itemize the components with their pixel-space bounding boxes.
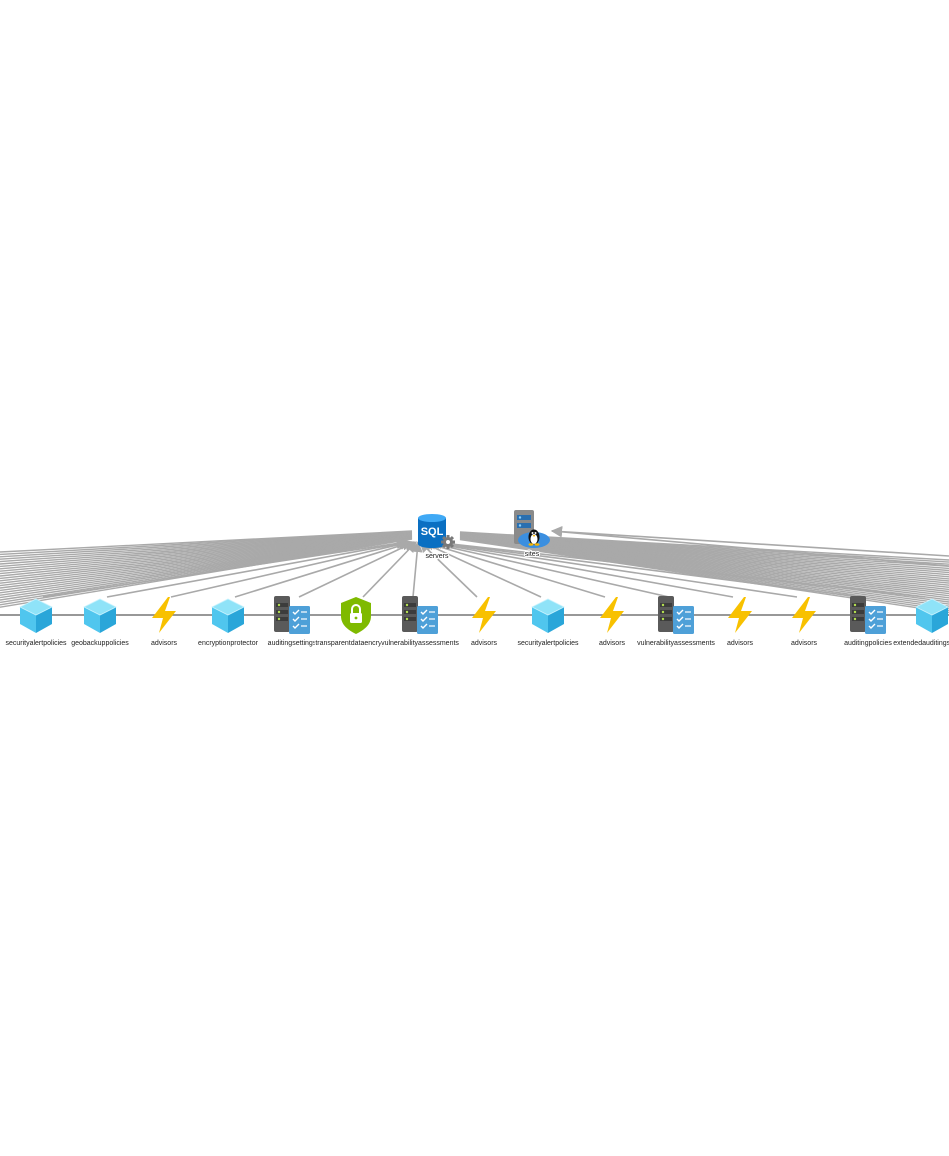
hub-node-label: servers [426, 553, 449, 560]
dependency-edge [362, 541, 417, 598]
dependency-edge [298, 541, 416, 598]
dependency-edge [170, 538, 412, 598]
gear-icon [441, 535, 455, 549]
resource-node-label: encryptionprotector [198, 640, 259, 647]
resource-node-label: auditingpolicies [844, 640, 892, 647]
resource-node[interactable]: vulnerabilityassessments [636, 596, 716, 648]
dependency-edge [428, 537, 798, 598]
dependency-edge [422, 539, 606, 598]
dependency-edge [432, 537, 926, 598]
bolt-icon [152, 597, 176, 633]
linux-vm-node[interactable]: sites [514, 510, 550, 559]
child-nodes: securityalertpolicies geobackuppolicies ad… [4, 596, 949, 648]
resource-node-label: transparentdataencryption [315, 640, 396, 647]
dependency-edge [426, 538, 734, 598]
resource-node[interactable]: advisors [470, 597, 499, 648]
dependency-edge [42, 537, 408, 598]
resource-node-label: extendedauditingsettings [893, 640, 949, 647]
cube-icon [83, 598, 117, 633]
resource-node-label: vulnerabilityassessments [381, 640, 459, 647]
audit-server-icon [402, 596, 438, 634]
resource-node[interactable]: securityalertpolicies [4, 598, 68, 648]
resource-node[interactable]: encryptionprotector [197, 598, 260, 648]
bolt-icon [728, 597, 752, 633]
audit-server-icon [850, 596, 886, 634]
resource-node[interactable]: securityalertpolicies [516, 598, 580, 648]
cube-icon [19, 598, 53, 633]
resource-node[interactable]: auditingpolicies [843, 596, 893, 648]
dependency-edge [411, 540, 423, 598]
bolt-icon [792, 597, 816, 633]
resource-node-label: advisors [791, 640, 818, 647]
dependency-edge [550, 526, 949, 567]
resource-node[interactable]: geobackuppolicies [70, 598, 130, 648]
resource-node-label: advisors [151, 640, 178, 647]
bolt-icon [600, 597, 624, 633]
hub-node-label: sites [525, 551, 540, 558]
dependency-edge [106, 538, 410, 598]
resource-node[interactable]: transparentdataencryption [314, 597, 398, 648]
cube-icon [915, 598, 949, 633]
resource-node[interactable]: advisors [790, 597, 819, 648]
audit-server-icon [274, 596, 310, 634]
sql-server-icon: SQL [418, 514, 455, 549]
dependency-edge [420, 541, 542, 598]
penguin-icon [528, 529, 540, 546]
resource-node[interactable]: vulnerabilityassessments [380, 596, 460, 648]
cube-icon [211, 598, 245, 633]
resource-node-label: advisors [471, 640, 498, 647]
dependency-edges [42, 537, 926, 598]
hub-nodes: SQL servers sites [418, 510, 550, 561]
cube-icon [531, 598, 565, 633]
bolt-icon [472, 597, 496, 633]
resource-node-label: securityalertpolicies [517, 640, 579, 647]
dependency-edge [234, 539, 414, 598]
resource-node-label: securityalertpolicies [5, 640, 67, 647]
shield-lock-icon [341, 597, 371, 634]
resource-node-label: vulnerabilityassessments [637, 640, 715, 647]
audit-server-icon [658, 596, 694, 634]
resource-node-label: geobackuppolicies [71, 640, 129, 647]
resource-node-label: advisors [599, 640, 626, 647]
resource-node[interactable]: auditingsettings [267, 596, 318, 648]
dependency-edge [459, 538, 949, 614]
resource-node[interactable]: advisors [598, 597, 627, 648]
svg-text:SQL: SQL [421, 526, 444, 538]
dependency-edge [424, 538, 670, 598]
resource-node[interactable]: advisors [726, 597, 755, 648]
resource-node[interactable]: advisors [150, 597, 179, 648]
resource-node[interactable]: extendedauditingsettings [892, 598, 949, 648]
linux-server-icon [514, 510, 550, 548]
dependency-edge [550, 526, 949, 557]
dependency-edge [430, 537, 862, 598]
sql-server-node[interactable]: SQL servers [418, 514, 455, 561]
resource-node-label: auditingsettings [268, 640, 317, 647]
resource-node-label: advisors [727, 640, 754, 647]
